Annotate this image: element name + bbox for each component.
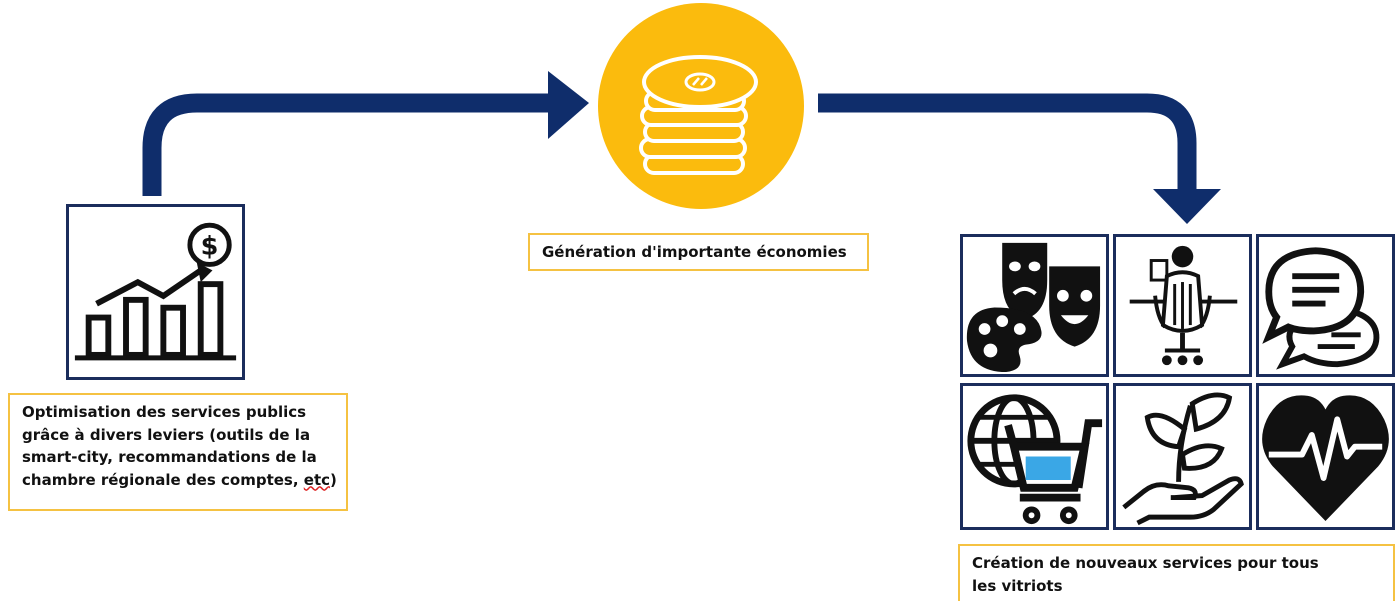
- health-heart-icon: [1262, 395, 1389, 522]
- services-tile-culture: [960, 234, 1109, 377]
- speech-bubbles-icon: [1262, 247, 1380, 370]
- coin-stack-euro-icon: [598, 3, 804, 209]
- arrow-to-services: [818, 93, 1221, 224]
- services-tile-ecommerce: [960, 383, 1109, 530]
- services-caption: Création de nouveaux services pour tous …: [958, 544, 1395, 601]
- services-tile-work: [1113, 234, 1252, 377]
- svg-text:$: $: [201, 232, 219, 262]
- optimisation-line-4-end: ): [330, 470, 337, 489]
- optimisation-icon-tile: $: [66, 204, 245, 380]
- services-tile-environment: [1113, 383, 1252, 530]
- savings-caption: Génération d'importante économies: [528, 233, 869, 271]
- services-tile-health: [1256, 383, 1395, 530]
- optimisation-line-1: Optimisation des services publics: [22, 403, 307, 421]
- optimisation-line-4-text: chambre régionale des comptes,: [22, 470, 304, 489]
- services-tile-communication: [1256, 234, 1395, 377]
- arrow-to-savings: [142, 71, 589, 196]
- optimisation-line-3: smart-city, recommandations de la: [22, 448, 317, 466]
- office-worker-icon: [1129, 245, 1238, 366]
- growth-chart-dollar-icon: $: [74, 222, 237, 361]
- optimisation-line-4: chambre régionale des comptes, etc): [22, 469, 337, 492]
- optimisation-etc: etc: [303, 470, 331, 489]
- optimisation-caption: Optimisation des services publics grâce …: [8, 393, 348, 511]
- culture-masks-palette-icon: [966, 242, 1101, 373]
- plant-in-hand-icon: [1122, 392, 1244, 526]
- optimisation-line-2: grâce à divers leviers (outils de la: [22, 425, 311, 444]
- ecommerce-globe-cart-icon: [967, 394, 1103, 525]
